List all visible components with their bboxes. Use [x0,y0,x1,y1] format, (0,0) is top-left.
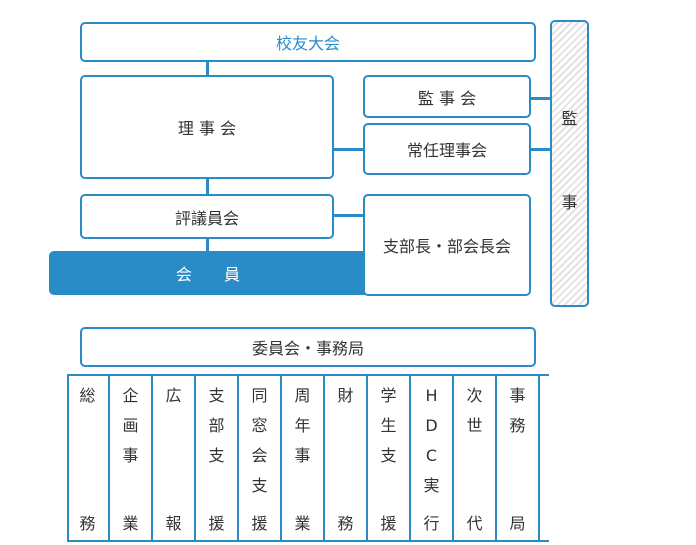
department-char: 学 [380,386,397,405]
department-char: 務 [509,416,526,435]
department-char: 代 [466,514,483,533]
department-top-chars: 広 [165,388,181,404]
department-char: 支 [208,386,225,405]
alumni-general-meeting-box: 校友大会 [80,22,536,62]
audit-committee-label: 監 事 会 [417,88,477,108]
department-column: 事務局 [497,374,540,542]
committee-office-box: 委員会・事務局 [80,327,536,367]
council-label: 評議員会 [174,208,239,228]
connector-council-members [206,238,209,252]
department-column: 学生支援 [368,374,411,542]
department-column: 次世代 [454,374,497,542]
department-char: 周 [294,386,311,405]
auditor-label-top: 監 [561,108,578,128]
department-column: 企画事業 [110,374,153,542]
department-char: 援 [208,514,225,533]
department-char: 部 [208,416,225,435]
department-column: 財務 [325,374,368,542]
department-char: 事 [294,446,311,465]
department-top-chars: 財 [337,388,353,404]
department-char: 財 [337,386,354,405]
department-char: 実 [423,476,440,495]
committee-office-label: 委員会・事務局 [251,339,364,358]
department-table [67,374,549,542]
department-char: 援 [251,514,268,533]
department-top-chars: 総 [79,388,95,404]
department-char: 事 [509,386,526,405]
members-box: 会 員 [49,251,367,295]
department-top-chars: 企画事 [122,388,138,464]
department-char: H [425,386,438,405]
branch-heads-box: 支部長・部会長会 [363,194,531,296]
department-char: 局 [509,514,526,533]
department-char: 報 [165,514,182,533]
department-char: 世 [466,416,483,435]
department-char: 支 [251,476,268,495]
connector-standing-auditor [529,148,551,151]
department-char: 窓 [251,416,268,435]
department-top-chars: 同窓会支 [251,388,267,494]
connector-audit-auditor [529,97,551,100]
department-top-chars: 事務 [509,388,525,434]
department-top-chars: 次世 [466,388,482,434]
connector-board-standing [332,148,364,151]
department-column: 周年事業 [282,374,325,542]
department-char: 務 [337,514,354,533]
auditor-label-bottom: 事 [561,192,578,212]
department-top-chars: 支部支 [208,388,224,464]
department-top-chars: 周年事 [294,388,310,464]
department-char: 事 [122,446,139,465]
connector-council-branch [333,214,364,217]
department-char: 次 [466,386,483,405]
connector-alumni-board [206,61,209,76]
alumni-general-meeting-label: 校友大会 [275,34,340,53]
department-char: 支 [208,446,225,465]
council-box: 評議員会 [80,194,334,239]
department-char: 年 [294,416,311,435]
department-char: C [425,446,438,465]
department-char: 生 [380,416,397,435]
department-column: 広報 [153,374,196,542]
department-char: 画 [122,416,139,435]
department-char: 総 [79,386,96,405]
connector-board-council [206,178,209,195]
department-char: 企 [122,386,139,405]
board-of-directors-label: 理 事 会 [177,119,237,138]
department-column: 総務 [67,374,110,542]
department-char: 広 [165,386,182,405]
department-char: 支 [380,446,397,465]
department-top-chars: 学生支 [380,388,396,464]
members-label: 会 員 [175,265,240,284]
department-char: 務 [79,514,96,533]
department-char: D [425,416,438,435]
standing-board-box: 常任理事会 [363,123,531,175]
department-char: 援 [380,514,397,533]
department-column: 同窓会支援 [239,374,282,542]
department-char: 同 [251,386,268,405]
auditor-box: 監 事 [550,20,589,307]
department-char: 行 [423,514,440,533]
standing-board-label: 常任理事会 [406,141,487,160]
branch-heads-label: 支部長・部会長会 [382,237,511,256]
department-char: 会 [251,446,268,465]
board-of-directors-box: 理 事 会 [80,75,334,179]
department-char: 業 [294,514,311,533]
department-column: 支部支援 [196,374,239,542]
department-char: 業 [122,514,139,533]
audit-committee-box: 監 事 会 [363,75,531,118]
